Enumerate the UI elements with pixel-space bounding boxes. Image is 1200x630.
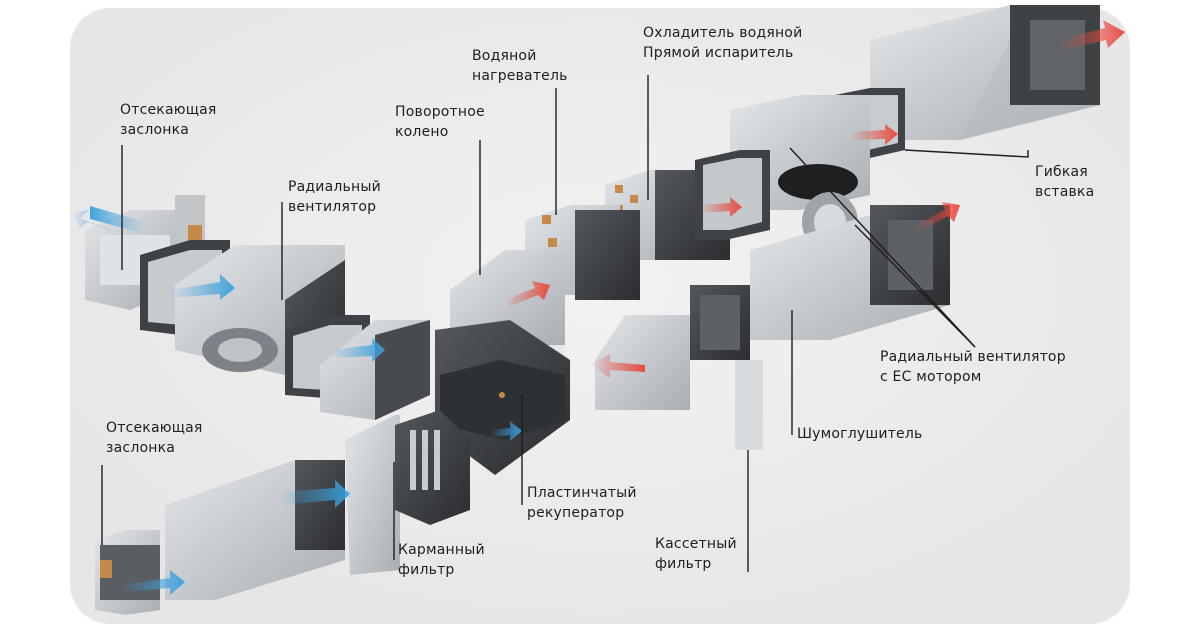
label-cassette-filter: Кассетный фильтр [655,536,737,572]
cassette-filter-duct [595,285,763,450]
leader-flex-insert [904,149,1029,158]
label-flex-insert: Гибкая вставка [1035,164,1095,200]
label-water-cooler: Охладитель водяной Прямой испаритель [643,25,803,61]
pocket-filter-unit [345,410,470,575]
label-plate-recuperator: Пластинчатый рекуператор [527,485,637,521]
leader-lines [101,75,1029,572]
leader-ec-fan-b [854,224,976,348]
arrow-hot-icon [505,20,1125,378]
silencer-left [320,320,430,420]
label-ec-fan: Радиальный вентилятор с ЕС мотором [880,349,1066,385]
label-silencer: Шумоглушитель [797,426,923,442]
label-pocket-filter: Карманный фильтр [398,542,485,578]
damper-bottom-unit [95,530,160,615]
label-damper-top: Отсекающая заслонка [120,102,217,138]
label-elbow: Поворотное колено [395,104,485,140]
flex-insert-mid [695,150,770,240]
recuperator-unit [435,320,570,475]
leader-ec-fan-a [789,147,976,348]
label-water-heater: Водяной нагреватель [472,48,568,84]
arrow-cold-icon [72,206,522,595]
silencer-unit-top [870,5,1100,140]
label-radial-fan: Радиальный вентилятор [288,179,381,215]
label-damper-bottom: Отсекающая заслонка [106,420,203,456]
